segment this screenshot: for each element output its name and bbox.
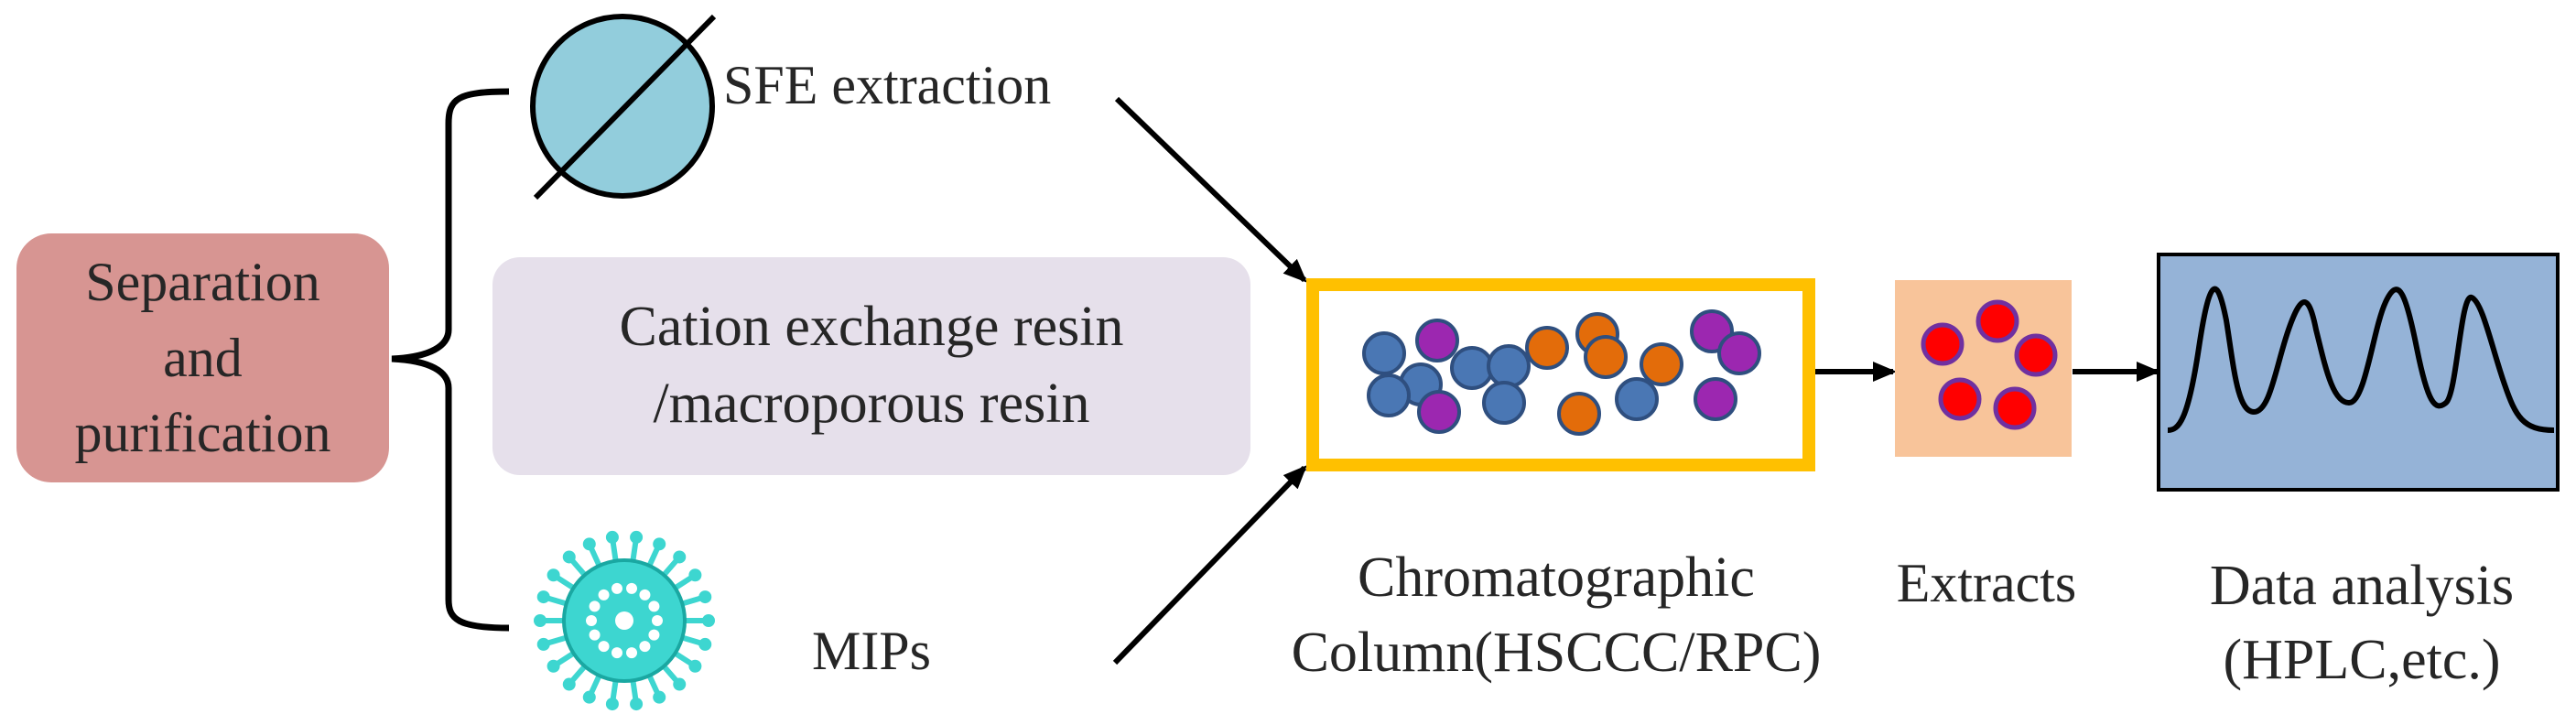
particle: [1694, 377, 1737, 421]
mip-spike-tip: [698, 590, 712, 604]
mip-pore: [648, 600, 660, 612]
mips-label: MIPs: [811, 621, 932, 681]
particle: [1450, 346, 1494, 390]
mip-pore: [639, 641, 651, 653]
particle: [1615, 377, 1659, 421]
particle: [1584, 335, 1628, 379]
mip-pore: [626, 647, 638, 659]
mip-spike-tip: [630, 698, 644, 711]
mip-spike-tip: [562, 677, 576, 691]
sfe-to-column-arrow: [1114, 96, 1307, 283]
mip-pore: [652, 615, 663, 626]
mip-pore: [615, 611, 633, 630]
particle: [1557, 392, 1601, 436]
extracts-label: Extracts: [1896, 553, 2077, 613]
chromatographic-column-icon: [1306, 278, 1815, 471]
extract-dots-icon: [1895, 280, 2072, 457]
mip-spike-tip: [630, 530, 644, 544]
mip-spike-tip: [536, 637, 550, 651]
mip-spike-tip: [702, 614, 715, 627]
extract-dot: [2014, 333, 2058, 377]
mip-pore: [626, 582, 638, 594]
mip-spike-tip: [673, 550, 687, 564]
mip-spike-tip: [673, 677, 687, 691]
particle: [1482, 381, 1526, 425]
extract-dot: [1975, 299, 2019, 343]
mip-spike-tip: [605, 698, 619, 711]
particle: [1640, 342, 1683, 386]
mip-spike-tip: [653, 690, 666, 704]
mip-spike-tip: [547, 568, 560, 582]
particle: [1525, 326, 1569, 370]
mip-spike-tip: [536, 590, 550, 604]
mip-pore: [589, 629, 601, 641]
mip-spike-tip: [653, 537, 666, 551]
sfe-extraction-label: SFE extraction: [723, 55, 1052, 115]
particle: [1487, 344, 1531, 388]
separation-purification-box: Separation and purification: [16, 233, 389, 482]
extract-dot: [1993, 386, 2037, 430]
mip-spike-tip: [698, 637, 712, 651]
extract-dot: [1921, 322, 1964, 366]
chromatogram-peaks-icon: [2157, 253, 2560, 492]
mip-pore: [648, 629, 660, 641]
mip-spike-tip: [688, 568, 702, 582]
mips-to-column-arrow: [1112, 465, 1307, 665]
mip-pore: [611, 647, 622, 659]
resin-box: Cation exchange resin /macroporous resin: [492, 257, 1250, 475]
particle: [1367, 373, 1411, 417]
mip-spike-tip: [562, 550, 576, 564]
mip-nanoparticle-icon: [534, 530, 715, 711]
chromatographic-column-label: Chromatographic Column(HSCCC/RPC): [1291, 546, 1822, 685]
mip-spike-tip: [547, 659, 560, 673]
particle: [1417, 390, 1461, 434]
mip-pore: [598, 589, 610, 600]
particle: [1362, 331, 1406, 375]
data-analysis-label: Data analysis (HPLC,etc.): [2209, 555, 2515, 691]
mip-pore: [611, 582, 622, 594]
sfe-vessel-icon: [530, 14, 717, 200]
mip-pore: [639, 589, 651, 600]
mip-pore: [589, 600, 601, 612]
chromatogram-trace: [2167, 286, 2555, 433]
mip-spike-tip: [605, 530, 619, 544]
mip-pore: [586, 615, 597, 626]
mip-spike-tip: [688, 659, 702, 673]
extract-dot: [1938, 377, 1982, 421]
particle: [1717, 331, 1761, 375]
mip-spike-tip: [582, 537, 596, 551]
mip-spike-tip: [582, 690, 596, 704]
mip-pore: [598, 641, 610, 653]
mip-spike-tip: [534, 614, 547, 627]
particle: [1415, 319, 1459, 362]
brace: [391, 88, 510, 632]
